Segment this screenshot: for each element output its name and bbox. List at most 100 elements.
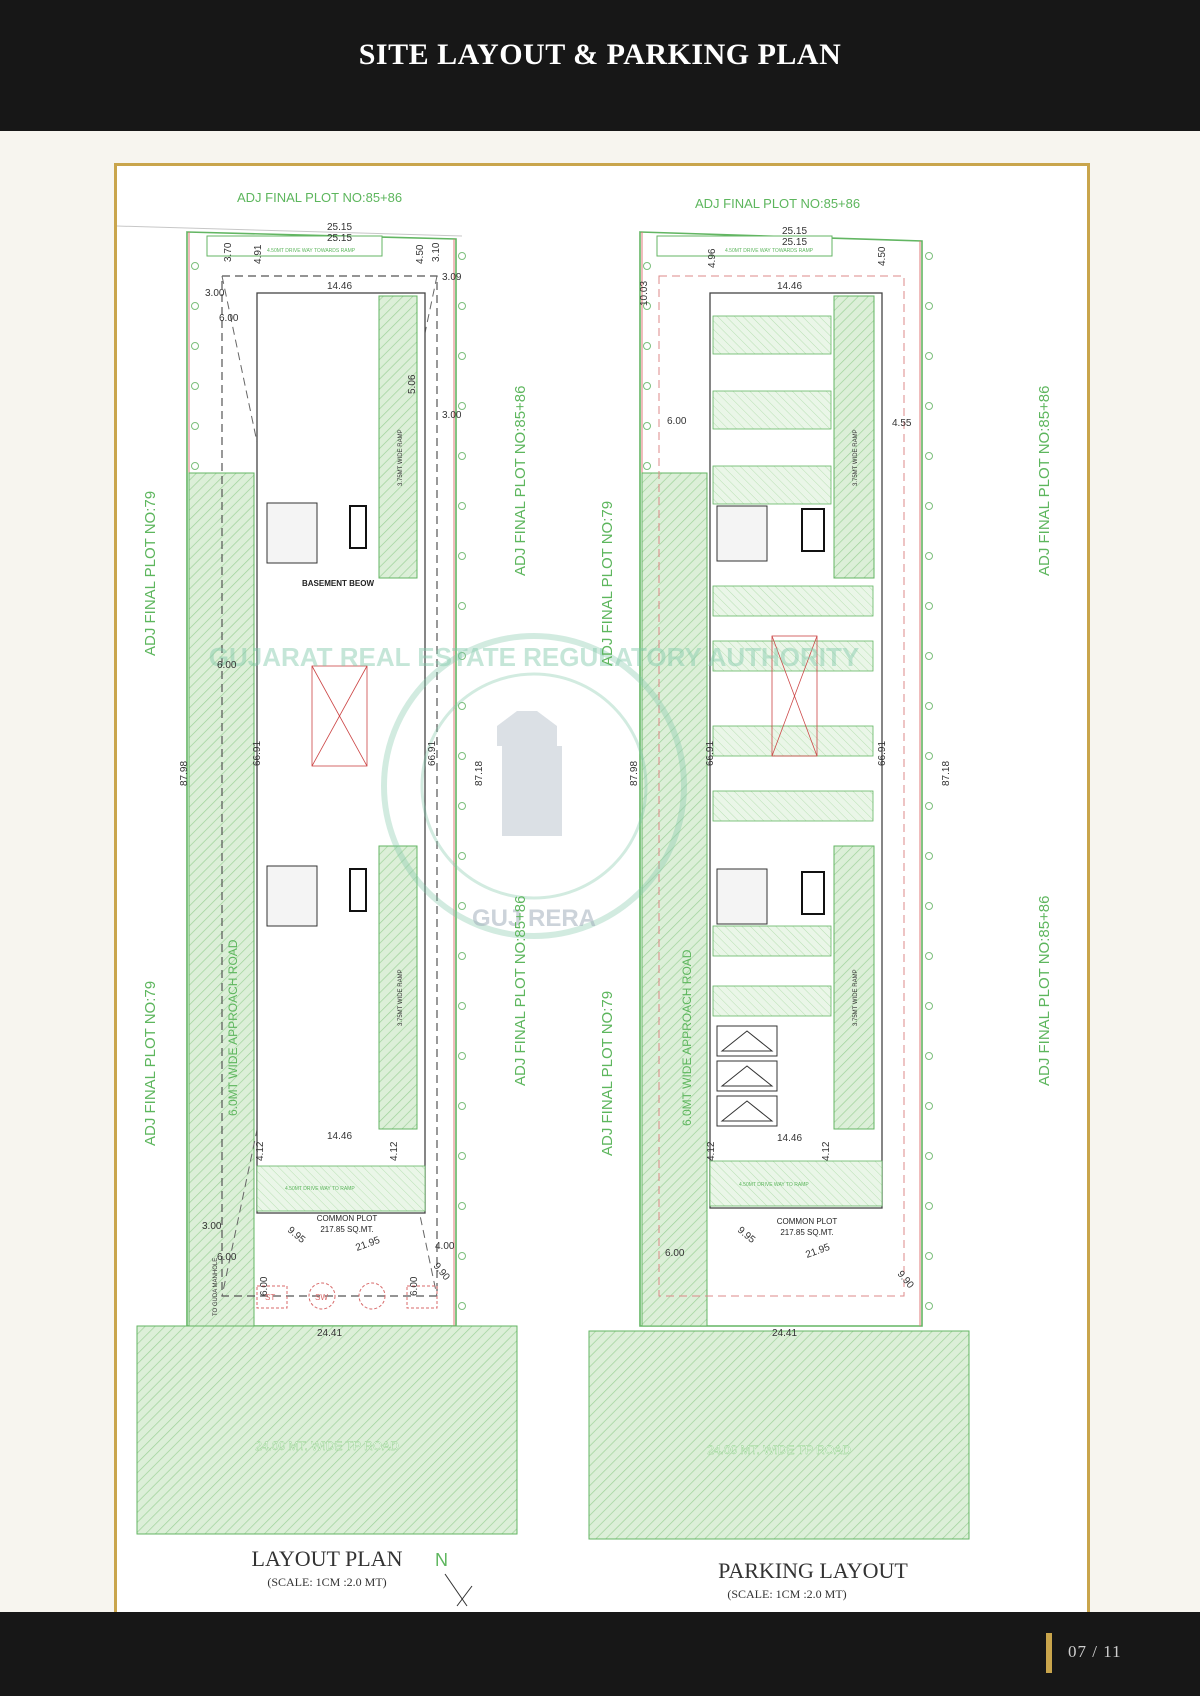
parking-road-label: 24.00 MT. WIDE TP ROAD (707, 1443, 851, 1457)
page-total: 11 (1103, 1642, 1122, 1661)
layout-dim-6-00-c: 6.00 (217, 1252, 237, 1263)
layout-dim-3-00-b: 3.00 (442, 410, 462, 421)
layout-dim-width: 14.46 (327, 281, 352, 292)
layout-plan-scale: (SCALE: 1CM :2.0 MT) (267, 1575, 386, 1589)
layout-dim-3-09: 3.09 (442, 272, 462, 283)
layout-adj-left-upper: ADJ FINAL PLOT NO:79 (142, 491, 159, 656)
layout-dim-9-90: 9.90 (431, 1261, 452, 1283)
layout-sw-label: SW (315, 1293, 328, 1302)
layout-dim-depth: 66.91 (252, 741, 263, 766)
layout-dim-9-95: 9.95 (285, 1225, 307, 1246)
basement-outline (221, 275, 438, 1297)
parking-dim-front: 24.41 (772, 1328, 797, 1339)
ramp-upper (378, 295, 418, 579)
parking-dim-9-90: 9.90 (895, 1269, 916, 1291)
page-current: 07 (1068, 1642, 1087, 1661)
parking-dim-6-00: 6.00 (667, 416, 687, 427)
parking-dim-10-03: 10.03 (639, 281, 650, 306)
tree-row-right (925, 252, 933, 1310)
parking-adj-right-lower: ADJ FINAL PLOT NO:85+86 (1036, 896, 1053, 1087)
layout-dim-depth-2: 66.91 (427, 741, 438, 766)
ramp-upper (833, 295, 875, 579)
layout-st-label: ST (265, 1293, 275, 1302)
layout-dim-total-left: 87.98 (179, 761, 190, 786)
page-separator: / (1092, 1642, 1098, 1661)
lift-lower (349, 868, 367, 912)
duct-cross (311, 665, 368, 767)
layout-common-plot-area: 217.85 SQ.MT. (320, 1225, 373, 1234)
parking-dim-4-55: 4.55 (892, 418, 912, 429)
parking-adj-right-upper: ADJ FINAL PLOT NO:85+86 (1036, 386, 1053, 577)
parking-ramp-label-upper: 3.75MT WIDE RAMP (853, 429, 859, 486)
parking-driveway-bottom: 4.50MT DRIVE WAY TO RAMP (739, 1182, 809, 1188)
layout-basement-label: BASEMENT BEOW (302, 579, 374, 588)
header-bar: SITE LAYOUT & PARKING PLAN (0, 0, 1200, 131)
tp-road (136, 1325, 518, 1535)
north-arrow-label: N (435, 1550, 448, 1570)
layout-dim-6-00-a: 6.00 (219, 313, 239, 324)
page-number: 07 / 11 (1068, 1642, 1122, 1662)
parking-common-plot-area: 217.85 SQ.MT. (780, 1228, 833, 1237)
rera-stamp (381, 633, 687, 939)
tree-row-right (458, 252, 466, 1310)
layout-dim-3-00-a: 3.00 (205, 288, 225, 299)
layout-dim-4-12-a: 4.12 (255, 1141, 266, 1161)
layout-adj-right-lower: ADJ FINAL PLOT NO:85+86 (512, 896, 529, 1087)
tree-row-left (643, 262, 651, 470)
parking-bays (712, 315, 874, 1017)
layout-driveway-top: 4.50MT DRIVE WAY TOWARDS RAMP (267, 248, 356, 254)
layout-adj-right-upper: ADJ FINAL PLOT NO:85+86 (512, 386, 529, 577)
layout-plan-title: LAYOUT PLAN (252, 1546, 403, 1571)
layout-dim-front: 24.41 (317, 1328, 342, 1339)
lift-upper (801, 508, 825, 552)
boundary-red-line (117, 225, 463, 237)
st-tank (256, 1285, 288, 1309)
layout-dim-top-2: 25.15 (327, 233, 352, 244)
tree-row-left (191, 262, 199, 470)
parking-dim-depth-2: 66.91 (877, 741, 888, 766)
layout-adj-top: ADJ FINAL PLOT NO:85+86 (237, 190, 402, 205)
layout-dim-3-00-c: 3.00 (202, 1221, 222, 1232)
staircase-lower (716, 868, 768, 925)
page-title: SITE LAYOUT & PARKING PLAN (358, 38, 842, 71)
layout-ramp-label-lower: 3.75MT WIDE RAMP (398, 969, 404, 1026)
layout-dim-4-50: 4.50 (415, 244, 426, 264)
parking-dim-4-96: 4.96 (707, 248, 718, 268)
layout-dim-4-12-b: 4.12 (389, 1141, 400, 1161)
layout-dim-3-10: 3.10 (431, 242, 442, 262)
front-setback-top (206, 235, 383, 257)
layout-road-label: 24.00 MT. WIDE TP ROAD (255, 1439, 399, 1453)
ramp-lower (378, 845, 418, 1130)
driveway-bottom (256, 1165, 426, 1212)
parking-dim-4-12-a: 4.12 (706, 1141, 717, 1161)
parking-dim-4-50: 4.50 (877, 246, 888, 266)
parking-dim-total-left: 87.98 (629, 761, 640, 786)
ramp-lower (833, 845, 875, 1130)
parking-layout (588, 231, 970, 1540)
staircase-upper (716, 505, 768, 562)
parking-dim-total-right: 87.18 (941, 761, 952, 786)
parking-dim-top-1: 25.15 (782, 226, 807, 237)
parking-dim-9-95: 9.95 (735, 1225, 757, 1246)
layout-driveway-bottom: 4.50MT DRIVE WAY TO RAMP (285, 1186, 355, 1192)
parking-adj-left-upper: ADJ FINAL PLOT NO:79 (599, 501, 616, 666)
parking-dim-4-12-b: 4.12 (821, 1141, 832, 1161)
layout-approach-road: 6.0MT WIDE APPROACH ROAD (226, 939, 240, 1116)
parking-common-plot: COMMON PLOT (777, 1217, 838, 1226)
footer-bar (0, 1612, 1200, 1696)
car-slots (716, 1025, 778, 1127)
parking-dim-width: 14.46 (777, 281, 802, 292)
parking-dim-depth: 66.91 (705, 741, 716, 766)
lift-lower (801, 871, 825, 915)
tp-road (588, 1330, 970, 1540)
north-arrow-icon (444, 1573, 473, 1607)
duct (311, 665, 368, 767)
parking-approach-road: 6.0MT WIDE APPROACH ROAD (680, 949, 694, 1126)
layout-adj-left-lower: ADJ FINAL PLOT NO:79 (142, 981, 159, 1146)
layout-guda-label: TO GUDA MANHOLE (213, 1258, 219, 1316)
layout-dim-4-91: 4.91 (253, 244, 264, 264)
layout-dim-5-06: 5.06 (407, 374, 418, 394)
rera-stamp-inner-text: GUJ RERA (472, 905, 596, 932)
parking-ramp-label-lower: 3.75MT WIDE RAMP (853, 969, 859, 1026)
layout-dim-top-1: 25.15 (327, 222, 352, 233)
